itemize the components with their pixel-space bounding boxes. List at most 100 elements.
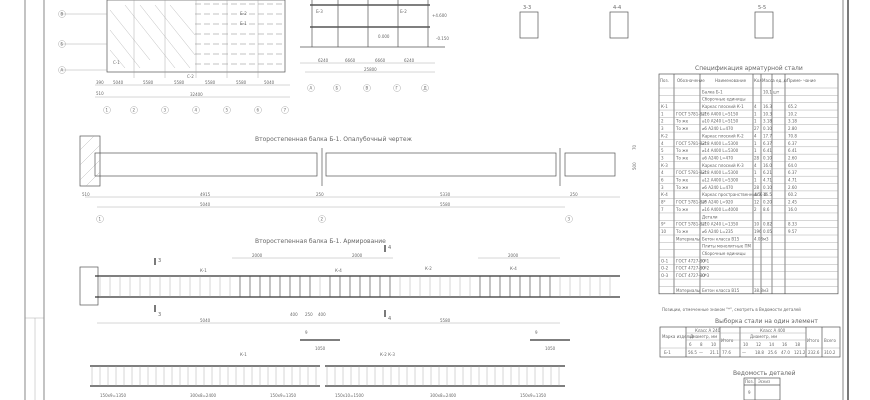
spec-cell: Материалы <box>676 236 700 241</box>
details-title: Ведомость деталей <box>733 370 796 377</box>
axis-label: 1 <box>106 108 109 113</box>
dim-label: 390 <box>96 80 104 85</box>
spec-cell: 1 <box>754 111 757 116</box>
spec-cell: ⌀16 A400 L=4000 <box>702 207 739 212</box>
dim-label: 500 <box>632 162 637 170</box>
dim-label: 510 <box>82 192 90 197</box>
steel-title: Выборка стали на один элемент <box>715 318 818 325</box>
spec-cell: 0.10 <box>763 126 772 131</box>
spec-cell: Детали <box>702 214 718 219</box>
formwork-drawing: Второстепенная балка Б-1. Опалубочный че… <box>79 135 637 223</box>
spec-cell: 17.7 <box>763 133 772 138</box>
details-header: Эскиз <box>758 379 770 384</box>
beam-label: Б-3 <box>316 9 323 14</box>
steel-header: Класс А 240 <box>695 328 721 333</box>
level-mark: -0.150 <box>436 36 449 41</box>
detail-label: 9 <box>305 330 308 335</box>
steel-diameter: 18 <box>795 342 801 347</box>
table-row: Плиты монолитные ПМ <box>702 244 751 249</box>
cut-mark: 4 <box>388 316 391 322</box>
dim-label: 5040 <box>264 80 275 85</box>
spec-cell: 4 <box>661 141 664 146</box>
spec-cell: 10,1 шт <box>763 89 780 94</box>
dim-label: 400 <box>290 312 298 317</box>
spec-cell: 1 <box>661 111 664 116</box>
spec-cell: ⌀18 A400 L=5300 <box>702 141 739 146</box>
building-section: А Б В Г Д 6240 6660 6660 6240 25800 +4.6… <box>300 0 449 92</box>
table-border <box>658 73 839 295</box>
spec-cell: 8* <box>661 200 666 205</box>
spec-cell: ГОСТ 5781-82* <box>676 222 707 227</box>
spec-cell: 2 <box>661 119 664 124</box>
dim-label: 4915 <box>200 192 211 197</box>
spec-cell: 3 <box>661 126 664 131</box>
axis-bubble <box>192 106 200 114</box>
spec-cell: 16.5 <box>763 192 772 197</box>
spec-cell: 6.37 <box>788 141 797 146</box>
dim-label: 400 <box>318 312 326 317</box>
spec-cell: ⌀14 A400 L=5300 <box>702 148 739 153</box>
spec-cell: 10.3 <box>763 111 772 116</box>
spec-header: Наименование <box>715 78 747 83</box>
spec-cell: 4 <box>754 104 757 109</box>
axis-label: 3 <box>568 217 571 222</box>
spec-cell: 38.8 <box>754 288 763 293</box>
axis-label: В <box>61 12 64 17</box>
spec-cell: ⌀6 A240 L=470 <box>702 126 734 131</box>
beam-label: Б-1 <box>240 21 247 26</box>
dim-label: 5580 <box>440 318 451 323</box>
spec-cell: 2.45 <box>788 200 797 205</box>
spec-cell: Сборочные единицы <box>702 97 745 102</box>
steel-diameter: 8 <box>700 342 703 347</box>
axis-label: Г <box>396 86 399 91</box>
spec-cell: ГОСТ 4727-80* <box>676 266 707 271</box>
spec-cell: То же <box>675 185 689 190</box>
spec-cell: 1 <box>754 148 757 153</box>
spec-cell: 1 <box>754 119 757 124</box>
spec-cell: О-3 <box>702 273 710 278</box>
spec-cell: 60.2 <box>788 192 797 197</box>
axis-label: 2 <box>321 217 324 222</box>
spec-cell: 1 <box>754 141 757 146</box>
spec-cell: Каркас пространственный К-4 <box>702 192 767 197</box>
spec-cell: 2.60 <box>788 185 797 190</box>
sheet-frame <box>24 0 849 400</box>
reinforcement-title: Второстепенная балка Б-1. Армирование <box>255 238 386 245</box>
axis-label: 4 <box>195 108 198 113</box>
steel-cell: Б-1 <box>664 350 671 355</box>
steel-diameter: 6 <box>689 342 692 347</box>
spec-cell: 12 <box>754 200 760 205</box>
spacing-label: 300x8=2400 <box>190 393 217 398</box>
cage-label: К-2 <box>425 266 432 271</box>
spec-cell: К-2 <box>661 133 668 138</box>
spec-cell: ⌀16 A400 L=5150 <box>702 111 739 116</box>
formwork-title: Второстепенная балка Б-1. Опалубочный че… <box>255 136 413 143</box>
spec-cell: ГОСТ 4727-80* <box>676 258 707 263</box>
spec-cell: м3 <box>763 288 769 293</box>
spec-cell: ⌀6 A240 L=470 <box>702 155 734 160</box>
cut-mark: 4 <box>388 245 391 251</box>
cage-label: К-1 <box>240 352 247 357</box>
cage-label: К-4 <box>335 268 342 273</box>
details-header: Поз. <box>745 379 754 384</box>
dim-label: 5580 <box>174 80 185 85</box>
axis-bubble <box>161 106 169 114</box>
axis-bubble <box>103 106 111 114</box>
spec-cell: 4 <box>754 163 757 168</box>
spec-cell: 9* <box>661 222 666 227</box>
spec-cell: 2 <box>754 207 757 212</box>
table-row: Детали <box>702 214 718 219</box>
axis-label: А <box>61 68 64 73</box>
axis-label: 7 <box>284 108 287 113</box>
spec-cell: То же <box>675 207 689 212</box>
steel-header: Всего <box>824 338 837 343</box>
